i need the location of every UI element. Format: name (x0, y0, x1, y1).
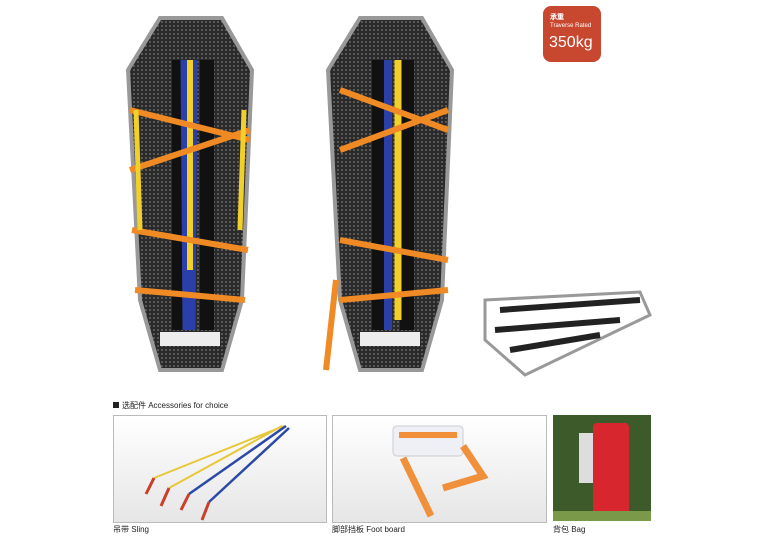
stretcher-illustrations (125, 16, 652, 377)
grass (553, 511, 651, 521)
load-rating-badge: 承重 Traverse Rated 350kg (543, 6, 601, 62)
stretcher-front-view (125, 16, 255, 372)
foot-board-image (332, 415, 547, 523)
square-bullet-icon (113, 402, 119, 408)
sling-caption: 吊带 Sling (113, 525, 150, 534)
badge-label-cn: 承重 (550, 14, 564, 21)
section-header: 选配件 Accessories for choice (113, 400, 228, 411)
stretcher-side-view (323, 16, 455, 372)
bag-photo (553, 415, 651, 521)
red-bag (593, 423, 629, 515)
bag-caption: 背包 Bag (553, 525, 586, 534)
section-title: 选配件 Accessories for choice (122, 401, 229, 410)
sling-image (113, 415, 327, 523)
sling-illustration (144, 424, 290, 521)
badge-label-en: Traverse Rated (550, 23, 592, 29)
stretcher-folded-view (483, 290, 652, 377)
badge-value: 350kg (549, 34, 593, 51)
foot-board-illustration (392, 425, 489, 518)
foot-board-caption: 脚部挡板 Foot board (332, 525, 405, 534)
person (579, 433, 593, 483)
